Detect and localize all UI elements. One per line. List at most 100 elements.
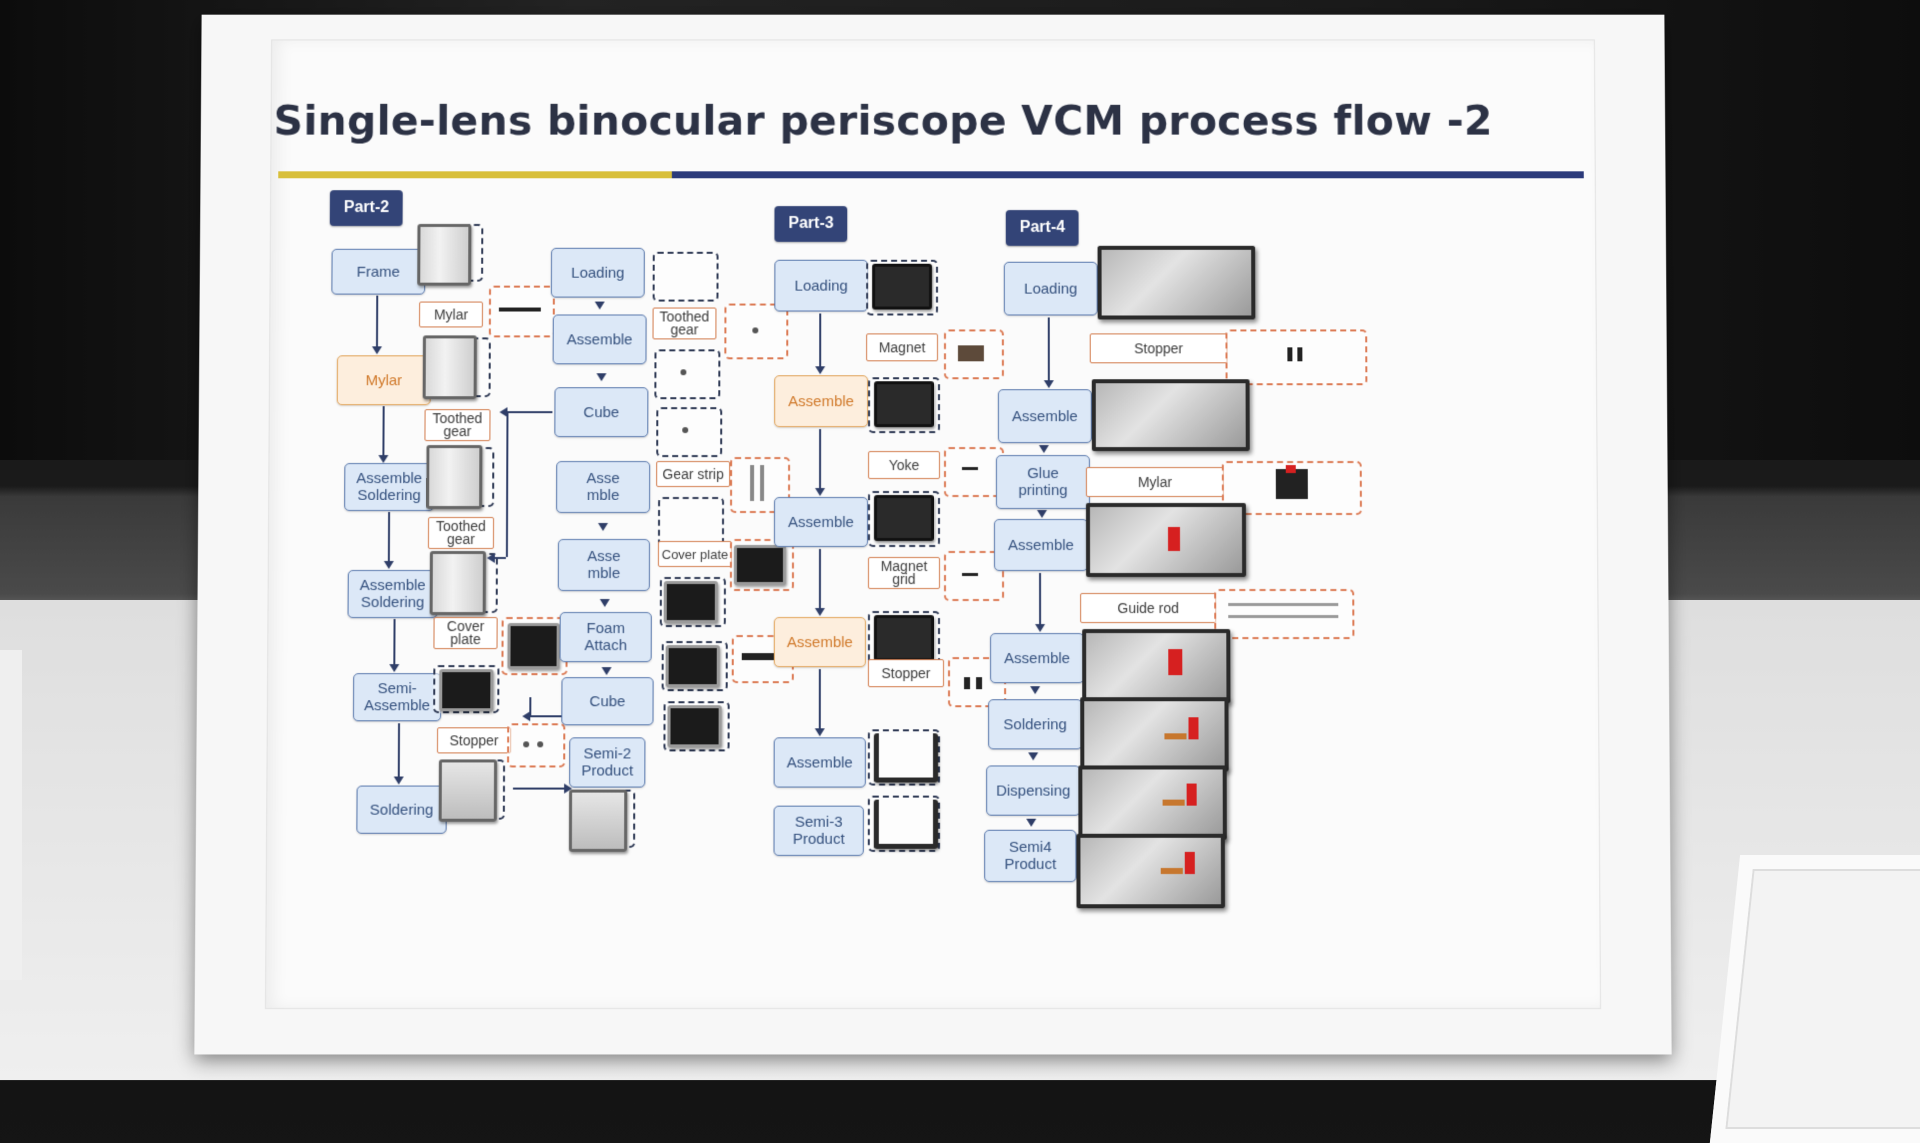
material-gear-strip: Gear strip (656, 461, 730, 487)
glued-base-component (1086, 503, 1246, 577)
step-assemble-4c: Assemble (990, 633, 1084, 683)
cube-component (664, 581, 718, 623)
step-foam-attach: Foam Attach (560, 612, 652, 662)
material-mylar: Mylar (419, 302, 483, 328)
solder-joint (1164, 733, 1186, 739)
step-cube-1: Cube (554, 387, 648, 437)
flow-arrowhead (1026, 819, 1036, 827)
step-loading-4: Loading (1004, 262, 1098, 316)
frame-gear2-component (430, 551, 486, 615)
flow-arrowhead (596, 373, 606, 381)
gear-strip-component (750, 465, 754, 501)
yoke-part-component (962, 467, 978, 470)
assembled-base-component (1092, 379, 1250, 451)
flow-arrow (529, 715, 561, 717)
step-asse-mble-1: Asse mble (556, 461, 650, 513)
module-mark (1187, 784, 1197, 806)
cube-component (666, 645, 720, 687)
step-assemble-soldering-2: Assemble Soldering (348, 570, 438, 618)
flow-arrow (398, 723, 400, 777)
process-flow-board: Single-lens binocular periscope VCM proc… (265, 39, 1601, 1009)
assembled-3-component (874, 733, 938, 782)
flow-arrow (819, 669, 821, 729)
cover-plate-component (734, 545, 786, 585)
flow-arrowhead (602, 667, 612, 675)
flow-arrow (513, 788, 565, 790)
adjacent-display-edge (0, 650, 22, 980)
component-slot (654, 349, 720, 399)
component-slot (656, 407, 722, 457)
step-assemble-3b: Assemble (774, 497, 868, 547)
magnet-grid-component (962, 573, 978, 576)
flow-arrow (506, 411, 509, 557)
step-loading-2: Loading (551, 248, 645, 298)
gear-component (752, 327, 758, 333)
flow-arrow (506, 411, 552, 413)
flow-arrow (819, 549, 821, 609)
part-2-header: Part-2 (330, 190, 403, 226)
material-magnet-grid: Magnet grid (868, 557, 940, 589)
material-cover-plate: Cover plate (433, 617, 497, 649)
step-assemble-3c: Assemble (774, 617, 866, 667)
assembled-yoke-component (874, 495, 934, 541)
stopper-component (964, 677, 970, 689)
flow-arrowhead (600, 599, 610, 607)
material-toothed-gear-1: Toothed gear (424, 409, 490, 441)
flow-arrowhead (595, 302, 605, 310)
frame-component (417, 224, 471, 286)
flow-arrowhead (1028, 752, 1038, 760)
step-cube-2: Cube (561, 677, 653, 725)
flow-arrow (376, 296, 378, 348)
component-slot (658, 497, 724, 547)
stopper-component (523, 741, 529, 747)
gear-component (680, 369, 686, 375)
material-yoke: Yoke (868, 451, 940, 479)
flow-arrow (382, 406, 384, 456)
guide-rod-component (1228, 603, 1338, 606)
display-frame: Single-lens binocular periscope VCM proc… (194, 15, 1671, 1055)
soldered-frame-component (439, 759, 497, 821)
dispensed-module-component (1078, 765, 1227, 839)
glue-mark (1168, 527, 1180, 551)
material-guide-rod: Guide rod (1080, 593, 1216, 623)
stopper-component (1297, 347, 1302, 361)
semi-2-product-component (569, 790, 627, 852)
step-semi4-product: Semi4 Product (984, 830, 1076, 882)
flow-arrow (494, 557, 506, 559)
component-slot (507, 723, 565, 767)
module-mark (1168, 649, 1182, 675)
mylar-strip-component (499, 308, 541, 312)
adjacent-display-box (1710, 855, 1920, 1143)
flow-arrow (819, 314, 821, 368)
step-semi-assemble: Semi- Assemble (353, 673, 441, 721)
solder-joint (1163, 800, 1185, 806)
material-mylar-4: Mylar (1086, 467, 1224, 497)
material-stopper-4: Stopper (1090, 333, 1228, 363)
magnet-component (958, 345, 984, 361)
step-semi-2-product: Semi-2 Product (569, 737, 645, 787)
mylar-tab (1286, 465, 1296, 473)
module-mark (1188, 717, 1198, 739)
title-rule-blue (672, 171, 1584, 178)
part-4-header: Part-4 (1006, 210, 1079, 246)
yoke-component (872, 264, 932, 310)
base-component (1098, 246, 1256, 320)
component-slot (653, 252, 719, 302)
step-assemble-3a: Assemble (774, 375, 868, 427)
step-assemble-4b: Assemble (994, 519, 1088, 571)
step-loading-3: Loading (774, 260, 868, 312)
step-soldering: Soldering (356, 786, 446, 834)
step-dispensing: Dispensing (986, 765, 1080, 815)
yoke-magnet-component (874, 381, 934, 427)
step-asse-mble-2: Asse mble (558, 539, 650, 591)
material-stopper: Stopper (437, 727, 511, 753)
flow-arrow (819, 429, 821, 489)
module-mark (1185, 852, 1195, 874)
material-toothed-gear-3: Toothed gear (653, 308, 717, 340)
cube-component (667, 705, 721, 747)
step-semi-3-product: Semi-3 Product (774, 806, 864, 856)
flow-arrow (1048, 317, 1050, 381)
flow-arrow (388, 512, 390, 562)
material-toothed-gear-2: Toothed gear (428, 517, 494, 549)
material-stopper-3: Stopper (868, 659, 944, 687)
